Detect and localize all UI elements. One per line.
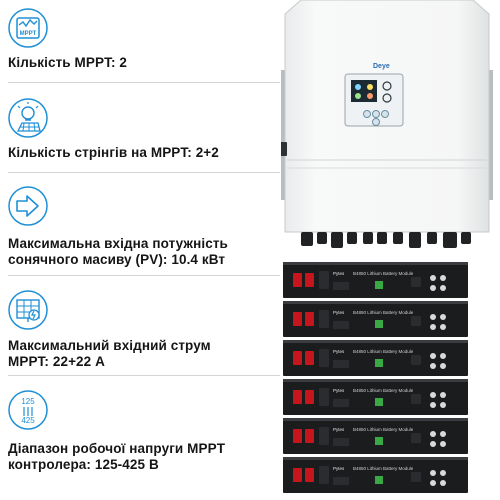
battery-module: Pytes B4850 Lithium Battery Module bbox=[283, 457, 468, 493]
battery-brand: Pytes bbox=[333, 271, 345, 276]
spec-input-current-line2: MPPT: 22+22 А bbox=[8, 354, 105, 369]
spec-pv-power-line1: Максимальна вхідна потужність bbox=[8, 236, 228, 251]
voltage-range-icon: 125 425 bbox=[8, 390, 48, 430]
battery-module: Pytes B4850 Lithium Battery Module bbox=[283, 301, 468, 337]
battery-brand: Pytes bbox=[333, 427, 345, 432]
battery-stack: Pytes B4850 Lithium Battery Module Pytes… bbox=[283, 262, 468, 496]
battery-model: B4850 Lithium Battery Module bbox=[353, 349, 414, 354]
mppt-badge: MPPT bbox=[20, 31, 37, 37]
battery-model: B4850 Lithium Battery Module bbox=[353, 271, 414, 276]
battery-model: B4850 Lithium Battery Module bbox=[353, 310, 414, 315]
spec-voltage-range-line1: Діапазон робочої напруги MPPT bbox=[8, 441, 226, 456]
spec-list: MPPT Кількість MPPT: 2 Кількість стрінгі… bbox=[8, 8, 280, 472]
divider bbox=[8, 82, 280, 83]
battery-brand: Pytes bbox=[333, 310, 345, 315]
battery-module: Pytes B4850 Lithium Battery Module bbox=[283, 379, 468, 415]
solar-panel-current-icon bbox=[8, 290, 48, 330]
spec-input-current-line1: Максимальний вхідний струм bbox=[8, 338, 211, 353]
battery-model: B4850 Lithium Battery Module bbox=[353, 388, 414, 393]
battery-model: B4850 Lithium Battery Module bbox=[353, 427, 414, 432]
range-top-value: 125 bbox=[21, 397, 35, 406]
inverter-brand-logo: Deye bbox=[373, 63, 390, 70]
bulb-panel-icon bbox=[8, 98, 48, 138]
range-bottom-value: 425 bbox=[21, 416, 35, 425]
divider bbox=[8, 172, 280, 173]
spec-strings-text: Кількість стрінгів на MPPT: 2+2 bbox=[8, 145, 219, 160]
hybrid-inverter-image: Deye bbox=[281, 0, 493, 248]
spec-pv-power-line2: сонячного масиву (PV): 10.4 кВт bbox=[8, 252, 226, 267]
spec-mppt-count-text: Кількість MPPT: 2 bbox=[8, 55, 128, 70]
battery-model: B4850 Lithium Battery Module bbox=[353, 466, 414, 471]
spec-voltage-range-line2: контролера: 125-425 В bbox=[8, 457, 159, 472]
battery-brand: Pytes bbox=[333, 466, 345, 471]
battery-module: Pytes B4850 Lithium Battery Module bbox=[283, 340, 468, 376]
arrow-input-icon bbox=[8, 186, 48, 226]
battery-brand: Pytes bbox=[333, 349, 345, 354]
mppt-chart-icon: MPPT bbox=[8, 8, 48, 48]
battery-module: Pytes B4850 Lithium Battery Module bbox=[283, 418, 468, 454]
battery-module: Pytes B4850 Lithium Battery Module bbox=[283, 262, 468, 298]
divider bbox=[8, 275, 280, 276]
battery-brand: Pytes bbox=[333, 388, 345, 393]
divider bbox=[8, 375, 280, 376]
